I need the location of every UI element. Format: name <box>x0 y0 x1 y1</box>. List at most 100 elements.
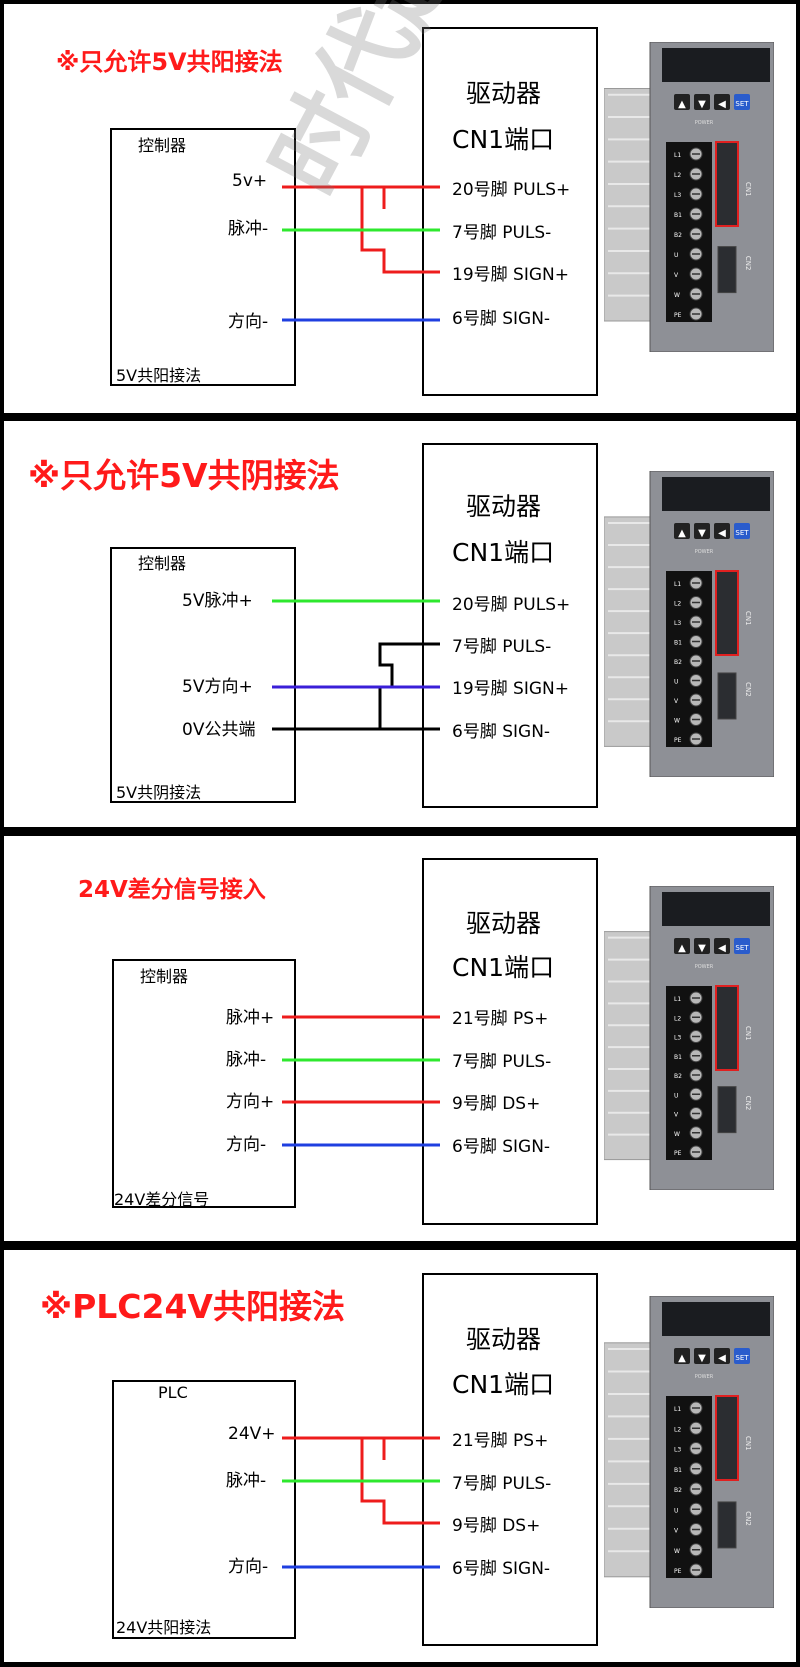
panel-5v-common-anode: ※只允许5V共阳接法 控制器 5V共阳接法 驱动器 CN1端口 5v+ 脉冲- … <box>4 4 796 413</box>
controller-box <box>110 547 296 803</box>
right-label: 7号脚 PULS- <box>452 223 552 243</box>
terminal-label: U <box>674 1092 678 1099</box>
arrow-key-glyph: ▲ <box>678 528 686 539</box>
panel-5v-common-cathode: ※只允许5V共阴接法 控制器 5V共阴接法 驱动器 CN1端口 5V脉冲+ 5V… <box>4 421 796 827</box>
cn2-connector <box>717 1501 737 1549</box>
controller-box <box>112 1380 296 1639</box>
keypad-button <box>734 938 750 954</box>
cn1-connector <box>715 985 739 1071</box>
driver-box <box>422 443 598 808</box>
right-label: 9号脚 DS+ <box>452 1516 541 1536</box>
power-label: POWER <box>695 964 714 970</box>
controller-footer: 5V共阳接法 <box>116 366 202 385</box>
wiring <box>282 1015 440 1147</box>
left-label: 方向+ <box>226 1092 275 1112</box>
display-panel <box>662 477 770 511</box>
terminal-label: U <box>674 252 678 259</box>
terminal-label: B1 <box>674 1467 682 1474</box>
left-label: 24V+ <box>228 1424 276 1444</box>
power-label: POWER <box>695 1374 714 1380</box>
cn1-label: CN1 <box>744 1436 752 1451</box>
cn2-label: CN2 <box>744 682 752 697</box>
cn1-label: CN1 <box>744 1026 752 1041</box>
heatsink <box>603 88 655 322</box>
terminal-block <box>666 1396 712 1578</box>
controller-footer: 24V差分信号 <box>114 1190 210 1209</box>
arrow-key-glyph: ▲ <box>678 943 686 954</box>
right-label: 21号脚 PS+ <box>452 1431 549 1451</box>
terminal-label: W <box>674 292 680 299</box>
right-label: 19号脚 SIGN+ <box>452 265 569 285</box>
terminal-label: L3 <box>674 1035 681 1042</box>
arrow-key-glyph: ◀ <box>718 528 726 539</box>
terminal-label: L3 <box>674 192 681 199</box>
red-bridge-top <box>362 1436 386 1460</box>
arrow-key-glyph: ▼ <box>698 1353 706 1364</box>
driver-title: 驱动器 <box>466 909 542 938</box>
left-label: 脉冲- <box>226 1050 267 1070</box>
driver-box <box>422 1273 598 1646</box>
keypad-button <box>734 1348 750 1364</box>
arrow-key-glyph: ▼ <box>698 528 706 539</box>
terminal-label: V <box>674 698 679 705</box>
red-bridge-top <box>362 185 386 209</box>
terminal-label: B2 <box>674 1073 682 1080</box>
driver-box <box>422 27 598 396</box>
right-label: 6号脚 SIGN- <box>452 309 551 329</box>
left-label: 5V脉冲+ <box>182 591 253 611</box>
arrow-key-glyph: ◀ <box>718 943 726 954</box>
driver-port-title: CN1端口 <box>452 1370 555 1399</box>
right-label: 7号脚 PULS- <box>452 637 552 657</box>
terminal-label: PE <box>674 1568 682 1575</box>
display-panel <box>662 1302 770 1336</box>
right-label: 6号脚 SIGN- <box>452 722 551 742</box>
terminal-label: L1 <box>674 1406 681 1413</box>
cn1-connector <box>715 1395 739 1481</box>
cn2-connector <box>717 672 737 720</box>
driver-title: 驱动器 <box>466 492 542 521</box>
terminal-label: L1 <box>674 581 681 588</box>
keypad-button <box>674 523 690 539</box>
keypad-button <box>674 1348 690 1364</box>
cn1-label: CN1 <box>744 182 752 197</box>
panel-24v-differential: 24V差分信号接入 控制器 24V差分信号 驱动器 CN1端口 脉冲+ 脉冲- … <box>4 836 796 1241</box>
right-label: 20号脚 PULS+ <box>452 180 571 200</box>
left-label: 方向- <box>228 1557 269 1577</box>
cn2-label: CN2 <box>744 256 752 271</box>
terminal-label: PE <box>674 737 682 744</box>
driver-box <box>422 858 598 1225</box>
terminal-label: PE <box>674 312 682 319</box>
right-label: 6号脚 SIGN- <box>452 1137 551 1157</box>
cn2-connector <box>717 246 737 294</box>
left-label: 脉冲- <box>228 219 269 239</box>
terminal-block <box>666 142 712 322</box>
terminal-label: B1 <box>674 212 682 219</box>
driver-port-title: CN1端口 <box>452 953 555 982</box>
display-panel <box>662 48 770 82</box>
controller-title: PLC <box>158 1383 188 1402</box>
terminal-label: V <box>674 1528 679 1535</box>
keypad-button <box>714 938 730 954</box>
right-label: 7号脚 PULS- <box>452 1052 552 1072</box>
panel-title: 24V差分信号接入 <box>78 877 266 903</box>
terminal-label: B1 <box>674 1054 682 1061</box>
keypad-button <box>694 1348 710 1364</box>
driver-port-title: CN1端口 <box>452 125 555 154</box>
terminal-label: B2 <box>674 232 682 239</box>
heatsink <box>603 1342 655 1578</box>
right-label: 21号脚 PS+ <box>452 1009 549 1029</box>
terminal-label: V <box>674 272 679 279</box>
left-label: 脉冲+ <box>226 1008 275 1028</box>
controller-box <box>110 128 296 386</box>
terminal-label: W <box>674 1548 680 1555</box>
driver-title: 驱动器 <box>466 79 542 108</box>
terminal-label: B1 <box>674 640 682 647</box>
terminal-label: L1 <box>674 152 681 159</box>
terminal-label: L2 <box>674 172 681 179</box>
terminal-label: V <box>674 1112 679 1119</box>
